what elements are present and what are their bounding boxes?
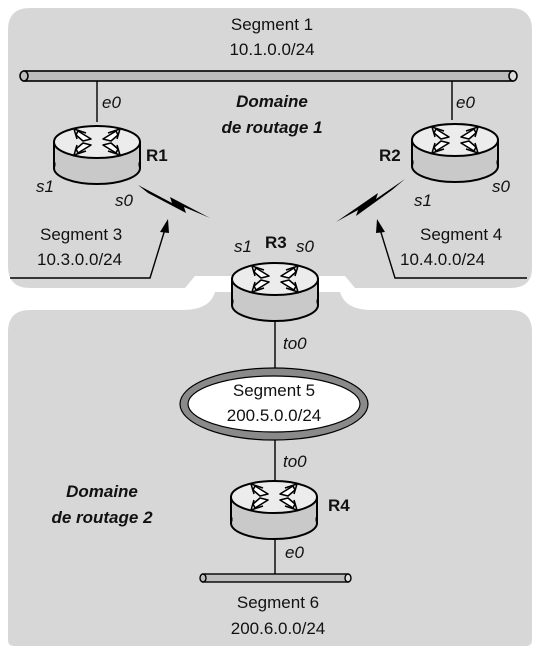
r4-e0-label: e0 xyxy=(285,543,304,562)
segment-6-name: Segment 6 xyxy=(237,593,319,612)
router-r4 xyxy=(230,480,318,540)
serial-link-r2-r3 xyxy=(336,179,405,222)
router-r1 xyxy=(53,125,141,185)
r2-name: R2 xyxy=(379,146,401,165)
segment-6-bus xyxy=(199,573,352,583)
segment-4-arrowhead xyxy=(376,219,385,233)
domain-1-label-line2: de routage 1 xyxy=(221,118,322,137)
segment-3-arrowhead xyxy=(160,219,169,233)
domain-2-label-line2: de routage 2 xyxy=(51,508,153,527)
segment-1-bus xyxy=(19,70,518,82)
r4-name: R4 xyxy=(328,496,350,515)
r3-name: R3 xyxy=(265,233,287,252)
segment-4-pointer xyxy=(378,225,527,279)
segment-1-name: Segment 1 xyxy=(231,15,313,34)
domain-1-label-line1: Domaine xyxy=(236,92,308,111)
r1-name: R1 xyxy=(146,146,168,165)
serial-link-r1-r3 xyxy=(138,185,210,218)
segment-5-token-ring xyxy=(180,368,368,440)
r2-s1-label: s1 xyxy=(414,191,432,210)
segment-6-network: 200.6.0.0/24 xyxy=(231,619,326,638)
segment-3-name: Segment 3 xyxy=(40,225,122,244)
r3-s0-label: s0 xyxy=(296,237,315,256)
segment-4-name: Segment 4 xyxy=(420,225,502,244)
router-r2 xyxy=(411,123,499,183)
router-r3 xyxy=(231,262,319,322)
segment-1-network: 10.1.0.0/24 xyxy=(229,40,314,59)
r2-s0-label: s0 xyxy=(492,177,511,196)
segment-3-network: 10.3.0.0/24 xyxy=(37,250,122,269)
r3-s1-label: s1 xyxy=(234,237,252,256)
domain-2-label-line1: Domaine xyxy=(66,482,138,501)
segment-5-name: Segment 5 xyxy=(233,381,315,400)
r3-to0-label: to0 xyxy=(283,334,307,353)
r1-e0-label: e0 xyxy=(102,93,121,112)
r1-s0-label: s0 xyxy=(115,191,134,210)
segment-3-pointer xyxy=(10,225,167,279)
r4-to0-label: to0 xyxy=(283,452,307,471)
segment-4-network: 10.4.0.0/24 xyxy=(400,250,485,269)
r1-s1-label: s1 xyxy=(36,177,54,196)
segment-5-network: 200.5.0.0/24 xyxy=(227,406,322,425)
r2-e0-label: e0 xyxy=(456,93,475,112)
routing-domain-2-area xyxy=(8,292,532,646)
